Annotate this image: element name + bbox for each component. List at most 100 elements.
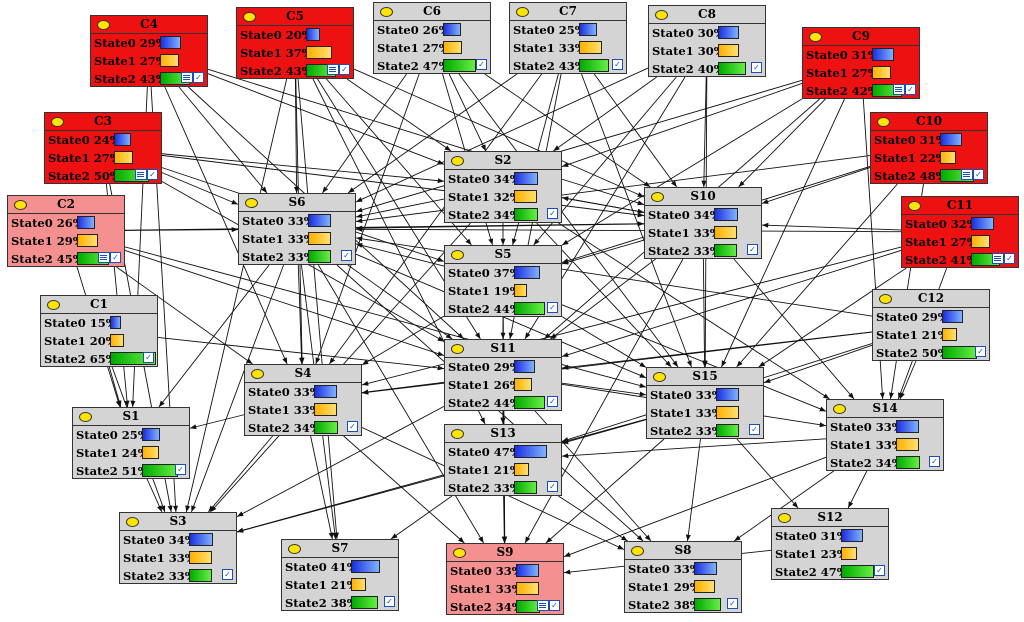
state-bar — [306, 46, 332, 59]
monitor-icon[interactable] — [327, 64, 339, 75]
state-label: State0 31% — [775, 529, 848, 543]
checkbox-icon[interactable]: ✓ — [339, 64, 350, 75]
checkbox-icon[interactable]: ✓ — [547, 208, 558, 219]
checkbox-icon[interactable]: ✓ — [905, 84, 916, 95]
checkbox-icon[interactable]: ✓ — [547, 396, 558, 407]
state-percent: 22% — [919, 151, 947, 165]
checkbox-icon[interactable]: ✓ — [147, 169, 158, 180]
edge-c11-s15 — [758, 267, 907, 368]
state-bar — [160, 54, 179, 67]
state-bar — [716, 424, 739, 437]
checkbox-icon[interactable]: ✓ — [874, 565, 885, 576]
monitor-icon[interactable] — [893, 84, 905, 95]
checkbox-icon[interactable]: ✓ — [222, 569, 233, 580]
monitor-icon[interactable] — [992, 253, 1004, 264]
edge-c5-s6 — [294, 78, 300, 194]
node-oval-icon — [451, 156, 464, 166]
monitor-icon[interactable] — [135, 169, 147, 180]
checkbox-icon[interactable]: ✓ — [727, 598, 738, 609]
state-label: State1 33% — [650, 406, 723, 420]
state-percent: 20% — [285, 28, 313, 42]
checkbox-icon[interactable]: ✓ — [929, 456, 940, 467]
monitor-icon[interactable] — [181, 72, 193, 83]
checkbox-icon[interactable]: ✓ — [347, 421, 358, 432]
state-bar — [579, 59, 609, 72]
state-percent: 29% — [673, 580, 701, 594]
checkbox-icon[interactable]: ✓ — [384, 596, 395, 607]
checkbox-icon[interactable]: ✓ — [973, 169, 984, 180]
checkbox-icon[interactable]: ✓ — [975, 346, 986, 357]
state-label: State2 43% — [240, 64, 313, 78]
state-row: State0 29% — [876, 308, 988, 326]
checkbox-icon[interactable]: ✓ — [341, 250, 352, 261]
edge-s10-s11 — [550, 258, 656, 340]
monitor-icon[interactable] — [98, 252, 110, 263]
node-header: C9 — [803, 28, 919, 46]
state-label: State1 33% — [830, 438, 903, 452]
checkbox-icon[interactable]: ✓ — [143, 352, 154, 363]
checkbox-icon[interactable]: ✓ — [193, 72, 204, 83]
state-bar — [579, 41, 602, 54]
checkbox-icon[interactable]: ✓ — [476, 59, 487, 70]
state-name: State2 — [450, 600, 492, 614]
state-row: State1 23% — [775, 545, 887, 563]
checkbox-icon[interactable]: ✓ — [612, 59, 623, 70]
checkbox-icon[interactable]: ✓ — [1004, 253, 1015, 264]
state-row: State0 33% — [248, 383, 360, 401]
edge-s4-s1 — [189, 414, 245, 430]
state-row: State1 33% — [648, 224, 760, 242]
edge-c4-s6 — [178, 86, 268, 194]
state-row: State1 33% — [513, 39, 625, 57]
state-label: State0 29% — [876, 310, 949, 324]
state-row: State1 19% — [448, 282, 560, 300]
state-label: State1 33% — [123, 551, 196, 565]
checkbox-icon[interactable]: ✓ — [547, 481, 558, 492]
checkbox-icon[interactable]: ✓ — [547, 302, 558, 313]
checkbox-icon[interactable]: ✓ — [747, 244, 758, 255]
state-row: State1 22% — [874, 149, 986, 167]
monitor-icon[interactable] — [961, 169, 973, 180]
checkbox-icon[interactable]: ✓ — [749, 424, 760, 435]
monitor-icon[interactable] — [537, 600, 549, 611]
state-label: State2 44% — [448, 396, 521, 410]
checkbox-icon[interactable]: ✓ — [175, 464, 186, 475]
state-name: State1 — [806, 66, 848, 80]
node-oval-icon — [245, 198, 258, 208]
node-oval-icon — [833, 404, 846, 414]
state-percent: 26% — [422, 23, 450, 37]
node-header: S10 — [645, 188, 761, 206]
checkbox-icon[interactable]: ✓ — [110, 252, 121, 263]
state-percent: 21% — [921, 328, 949, 342]
state-row: State2 65% — [44, 350, 156, 368]
checkbox-icon[interactable]: ✓ — [549, 600, 560, 611]
state-bar — [718, 62, 746, 75]
checkbox-icon[interactable]: ✓ — [751, 62, 762, 73]
